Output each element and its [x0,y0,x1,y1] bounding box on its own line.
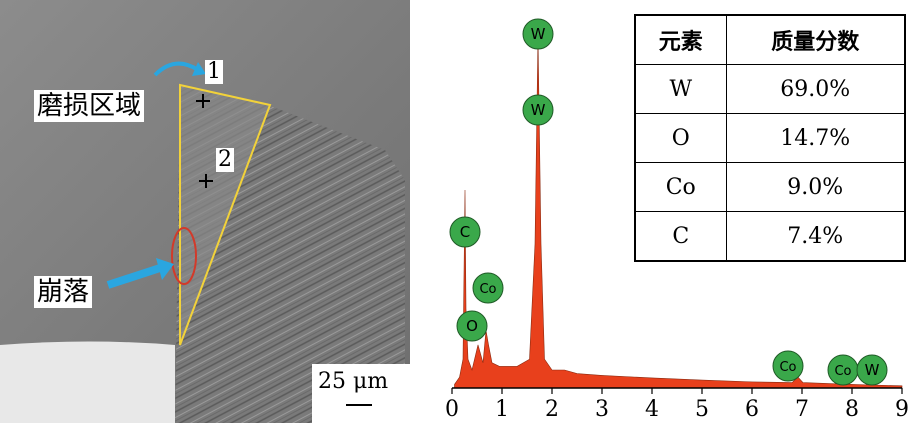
cell-element: W [634,64,727,114]
point-2-label: 2 [216,147,234,172]
peak-label-marker [449,216,481,248]
cell-element: Co [634,162,727,212]
wear-region-label: 磨损区域 [34,90,145,122]
cell-fraction: 14.7% [725,113,906,163]
spall-arrow-head-icon [156,258,174,280]
composition-table: 元素 质量分数 W 69.0% O 14.7% Co 9.0% C 7.4% [634,14,906,262]
x-tick-label: 7 [795,397,809,422]
peak-label-marker [522,94,554,126]
peak-label-text: Co [834,364,851,379]
spall-arrow-icon [106,264,162,289]
peak-label-text: Co [479,282,496,297]
peak-label-marker [772,350,804,382]
crosshair-1-icon [196,94,210,108]
cell-element: O [634,113,727,163]
x-tick-label: 0 [445,397,459,422]
point-1-label: 1 [205,59,223,84]
cell-fraction: 69.0% [725,64,906,114]
x-tick-label: 9 [895,397,909,422]
x-tick-label: 4 [645,397,659,422]
peak-label-text: W [865,361,880,379]
x-tick-label: 2 [545,397,559,422]
peak-label-text: O [466,317,478,335]
spall-ellipse [171,227,197,285]
x-tick-label: 5 [695,397,709,422]
cell-fraction: 9.0% [725,162,906,212]
cell-fraction: 7.4% [725,211,906,262]
wear-arrow-head-icon [192,62,206,76]
cell-element: C [634,211,727,262]
peak-label-text: W [531,25,546,43]
spectrum-layer [454,35,903,389]
table-row: O 14.7% [634,113,906,163]
table-row: Co 9.0% [634,162,906,212]
peak-label-marker [856,354,888,386]
scale-bar-label: 25 μm [314,368,393,396]
table-row: W 69.0% [634,64,906,114]
table-header-row: 元素 质量分数 [634,14,906,65]
peak-label-marker [472,272,504,304]
x-tick-label: 8 [845,397,859,422]
peak-label-text: C [460,223,470,241]
sem-substrate [0,341,175,423]
peak-label-text: Co [779,360,796,375]
x-tick-label: 1 [495,397,509,422]
x-tick-label: 6 [745,397,759,422]
crosshair-2-icon [199,174,213,188]
peak-label-text: W [531,101,546,119]
header-element: 元素 [634,14,727,65]
peak-label-marker [522,18,554,50]
x-ticks: 0 1 2 3 4 5 6 7 8 9 [445,388,909,422]
peak-label-marker [456,310,488,342]
spectrum-area [454,35,903,389]
table-row: C 7.4% [634,211,906,262]
spalling-label: 崩落 [34,276,93,308]
header-mass-fraction: 质量分数 [725,14,906,65]
x-tick-label: 3 [595,397,609,422]
sem-wear-face [180,85,270,345]
wear-region-outline [179,83,272,346]
wear-arrow-icon [153,61,200,77]
